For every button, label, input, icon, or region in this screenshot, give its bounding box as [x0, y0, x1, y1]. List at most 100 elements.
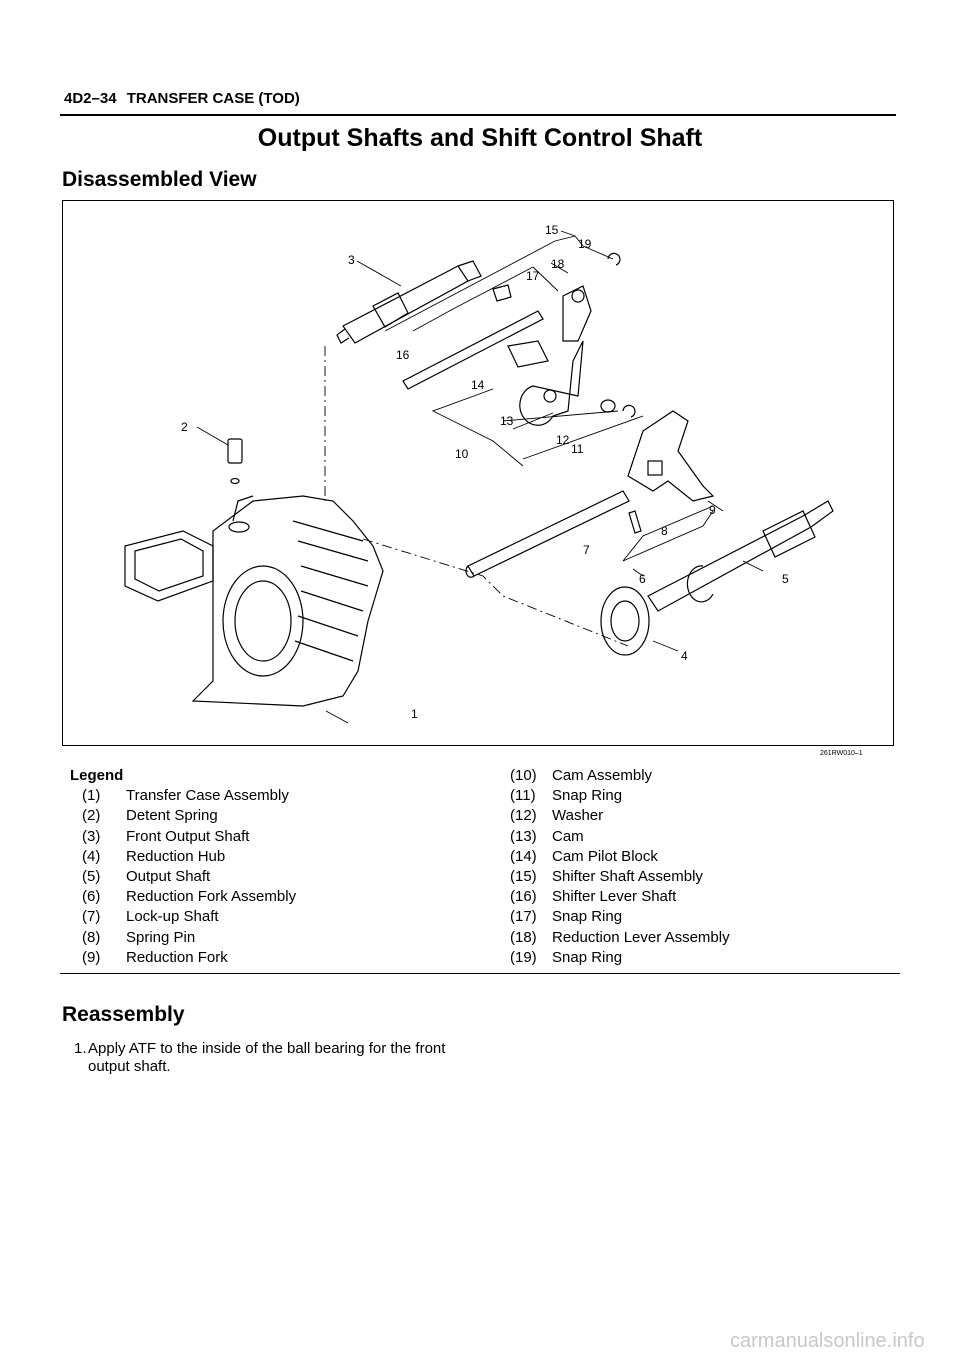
legend-number: (9) [82, 948, 101, 966]
callout-11: 11 [571, 442, 584, 456]
legend-heading: Legend [70, 767, 124, 784]
legend-item: (6) Reduction Fork Assembly [70, 887, 296, 907]
reduction-fork [627, 410, 715, 502]
legend-number: (11) [510, 787, 536, 805]
callout-7: 7 [583, 543, 590, 557]
legend-number: (19) [510, 948, 537, 966]
cam-pilot-block [507, 340, 549, 368]
shifter-lever-shaft [402, 310, 544, 390]
legend-label: Reduction Fork Assembly [126, 888, 297, 906]
output-shaft [647, 500, 834, 612]
figure-code: 261RW010–1 [820, 750, 863, 757]
legend-number: (17) [510, 908, 537, 926]
callout-19: 19 [578, 237, 592, 251]
legend-number: (10) [510, 767, 537, 784]
legend-number: (6) [82, 888, 101, 906]
legend-label: Snap Ring [552, 948, 623, 966]
step-text-continued: output shaft. [88, 1058, 171, 1075]
legend-item: (7) Lock-up Shaft [70, 907, 296, 927]
legend-item: (9) Reduction Fork [70, 948, 296, 968]
watermark: carmanualsonline.info [730, 1330, 925, 1352]
legend-label: Cam Assembly [552, 767, 653, 784]
detent-spring [227, 438, 243, 464]
legend-item: (4) Reduction Hub [70, 847, 296, 867]
header-divider [60, 114, 896, 116]
callout-18: 18 [551, 257, 565, 271]
section-title-header: TRANSFER CASE (TOD) [126, 90, 300, 107]
legend-number: (7) [82, 908, 101, 926]
legend-item: (17) Snap Ring [510, 907, 730, 927]
front-output-shaft [342, 265, 469, 344]
step-number: 1. [74, 1040, 87, 1057]
callout-14: 14 [471, 378, 485, 392]
reduction-lever [562, 285, 592, 342]
legend-number: (3) [82, 827, 101, 845]
cam [519, 340, 584, 426]
legend-item: (3) Front Output Shaft [70, 827, 296, 847]
legend-item: (15) Shifter Shaft Assembly [510, 867, 730, 887]
callout-16: 16 [396, 348, 410, 362]
callout-9: 9 [709, 503, 716, 517]
callout-1: 1 [411, 707, 418, 721]
exploded-diagram-drawing: 1 2 3 4 5 6 7 8 9 10 11 12 13 14 15 16 1… [124, 223, 834, 724]
legend-divider [60, 973, 900, 974]
legend-label: Cam Pilot Block [552, 847, 658, 865]
legend-item: (16) Shifter Lever Shaft [510, 887, 730, 907]
callout-13: 13 [500, 414, 514, 428]
reassembly-heading: Reassembly [62, 1003, 185, 1026]
legend-label: Shifter Lever Shaft [552, 888, 677, 906]
callout-15: 15 [545, 223, 559, 237]
legend-item: (14) Cam Pilot Block [510, 847, 730, 867]
legend-label: Reduction Hub [126, 847, 226, 865]
legend-label: Washer [552, 807, 604, 825]
legend-number: (12) [510, 807, 537, 825]
callout-17: 17 [526, 269, 540, 283]
legend-item: (11) Snap Ring [510, 786, 730, 806]
disassembled-view-heading: Disassembled View [62, 168, 257, 191]
callout-8: 8 [661, 524, 668, 538]
legend-label: Spring Pin [126, 928, 196, 946]
legend-number: (1) [82, 787, 101, 805]
page-header: 4D2–34 TRANSFER CASE (TOD) [64, 90, 300, 107]
legend-left-column: Legend (1) Transfer Case Assembly (2)Dete… [70, 766, 296, 968]
legend-number: (13) [510, 827, 537, 845]
legend-item: (8)Spring Pin [70, 928, 296, 948]
legend-number: (15) [510, 868, 537, 886]
legend-number: (2) [82, 807, 101, 825]
legend-number: (14) [510, 847, 537, 865]
legend-item: (18)Reduction Lever Assembly [510, 928, 730, 948]
step-text: Apply ATF to the inside of the ball bear… [88, 1040, 446, 1057]
legend-label: Reduction Fork [126, 948, 228, 966]
legend-label: Output Shaft [126, 868, 211, 886]
legend-label: Snap Ring [552, 787, 623, 805]
legend-number: (5) [82, 868, 101, 886]
legend-item: (5) Output Shaft [70, 867, 296, 887]
section-code: 4D2–34 [64, 90, 117, 107]
callout-5: 5 [782, 572, 789, 586]
legend-item: (1) Transfer Case Assembly [70, 786, 296, 806]
legend-label: Transfer Case Assembly [126, 787, 289, 805]
legend-item: (10) Cam Assembly [510, 766, 730, 786]
legend-item: (2)Detent Spring [70, 806, 296, 826]
legend-label: Snap Ring [552, 908, 623, 926]
legend-number: (4) [82, 847, 101, 865]
legend-number: (16) [510, 888, 537, 906]
legend-label: Reduction Lever Assembly [552, 928, 730, 946]
transfer-case-housing [191, 495, 384, 707]
legend-item: (13) Cam [510, 827, 730, 847]
spring-pin [628, 510, 642, 534]
legend-label: Cam [552, 827, 584, 845]
legend-label: Shifter Shaft Assembly [552, 868, 703, 886]
reassembly-step: 1.Apply ATF to the inside of the ball be… [74, 1040, 474, 1076]
callout-3: 3 [348, 253, 355, 267]
page-title: Output Shafts and Shift Control Shaft [257, 124, 703, 152]
legend-label: Lock-up Shaft [126, 908, 219, 926]
callout-10: 10 [455, 447, 469, 461]
legend-item: (12) Washer [510, 806, 730, 826]
callout-12: 12 [556, 433, 570, 447]
legend-label: Front Output Shaft [126, 827, 250, 845]
callout-4: 4 [681, 649, 688, 663]
callout-2: 2 [181, 420, 188, 434]
exploded-diagram: 1 2 3 4 5 6 7 8 9 10 11 12 13 14 15 16 1… [62, 200, 894, 746]
callout-6: 6 [639, 572, 646, 586]
